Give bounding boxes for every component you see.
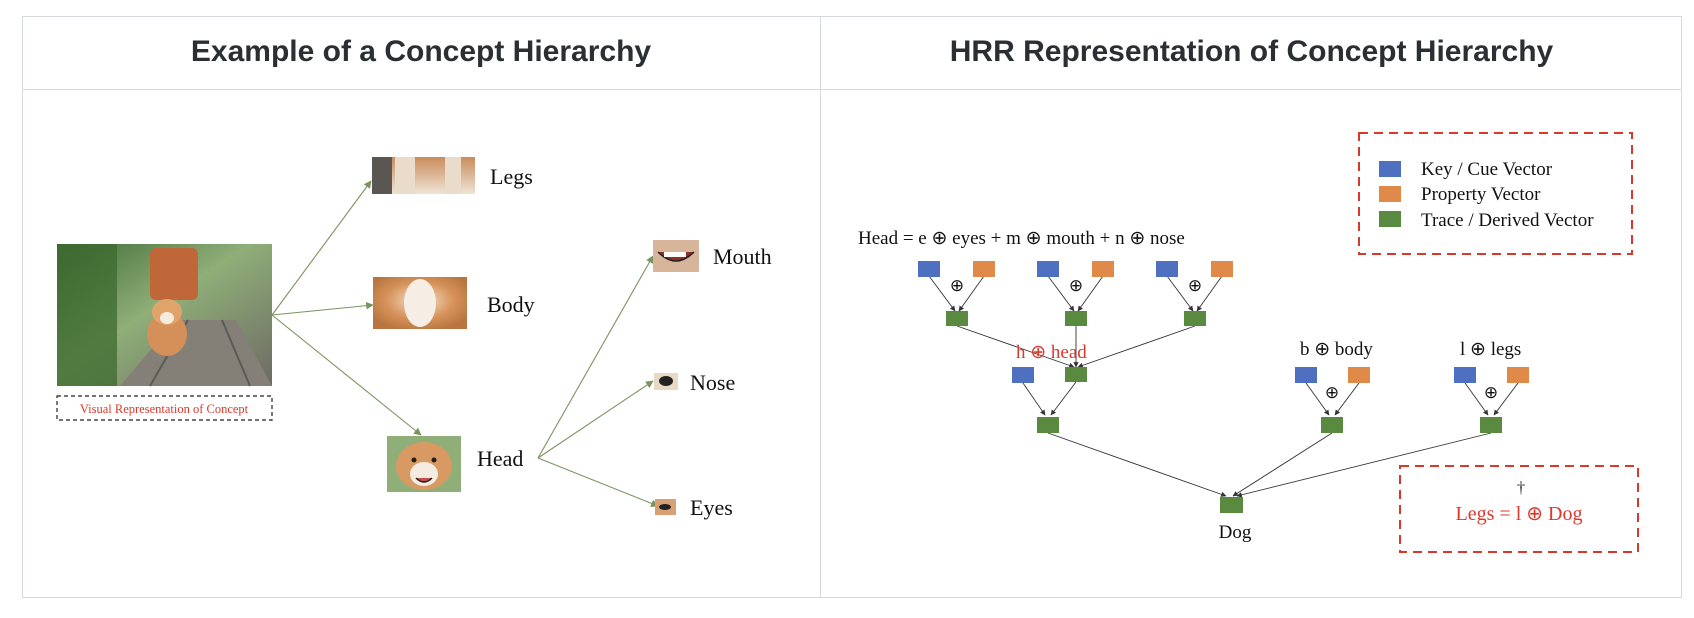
source-caption: Visual Representation of Concept [80,402,249,416]
eyes-image [655,499,676,515]
body-image [373,277,467,329]
mouth-image [653,240,699,272]
legend-property-label: Property Vector [1421,184,1541,205]
l-key-vector [1454,367,1476,383]
legend-key-label: Key / Cue Vector [1421,159,1553,180]
b-body-bound-vector [1321,417,1343,433]
dog-trace-vector [1220,497,1243,513]
key-vector-swatch [1379,161,1401,177]
legs-image [372,157,475,194]
key-vector [1156,261,1178,277]
head-trace-vector [1065,367,1087,382]
header-divider [22,89,1682,90]
legs-property-vector [1507,367,1529,383]
b-body-label: b ⊕ body [1300,339,1373,360]
nose-label: Nose [690,370,735,395]
key-vector [1037,261,1059,277]
trace-vector [1184,311,1206,326]
hrr-edges [928,275,1519,498]
property-vector [1211,261,1233,277]
trace-vector [946,311,968,326]
h-head-bound-vector [1037,417,1059,433]
b-key-vector [1295,367,1317,383]
l-legs-label: l ⊕ legs [1460,339,1521,360]
body-property-vector [1348,367,1370,383]
bind-operator-icon: ⊕ [1325,383,1339,402]
query-box [1399,465,1639,553]
bind-operator-icon: ⊕ [1069,276,1083,295]
right-panel-title: HRR Representation of Concept Hierarchy [949,35,1554,68]
trace-vector [1065,311,1087,326]
property-vector [973,261,995,277]
trace-vector-swatch [1379,211,1401,227]
bind-operator-icon: ⊕ [950,276,964,295]
key-vector [918,261,940,277]
head-label: Head [477,446,523,471]
caption-box [56,395,273,421]
legend-trace-label: Trace / Derived Vector [1421,210,1594,231]
property-vector [1092,261,1114,277]
legs-query: Legs = l ⊕ Dog [1456,503,1583,525]
mouth-binding: ⊕ [1037,261,1114,326]
bind-operator-icon: ⊕ [1188,276,1202,295]
eyes-label: Eyes [690,495,733,520]
mouth-label: Mouth [713,244,772,269]
l-legs-bound-vector [1480,417,1502,433]
h-head-label: h ⊕ head [1016,342,1087,363]
property-vector-swatch [1379,186,1401,202]
nose-image [654,373,678,390]
eyes-binding: ⊕ [918,261,995,326]
bind-operator-icon: ⊕ [1484,383,1498,402]
head-image [387,436,461,492]
figure-frame [22,16,1682,598]
head-equation: Head = e ⊕ eyes + m ⊕ mouth + n ⊕ nose [858,228,1185,249]
photo-edges [271,180,659,508]
query-dagger: † [1517,478,1526,497]
legend-box [1358,132,1633,255]
left-panel-title: Example of a Concept Hierarchy [190,35,652,68]
legs-label: Legs [490,164,533,189]
dog-photo [57,244,272,387]
body-label: Body [487,292,535,317]
panel-divider [820,16,821,598]
h-key-vector [1012,367,1034,383]
nose-binding: ⊕ [1156,261,1233,326]
dog-label: Dog [1219,522,1252,543]
